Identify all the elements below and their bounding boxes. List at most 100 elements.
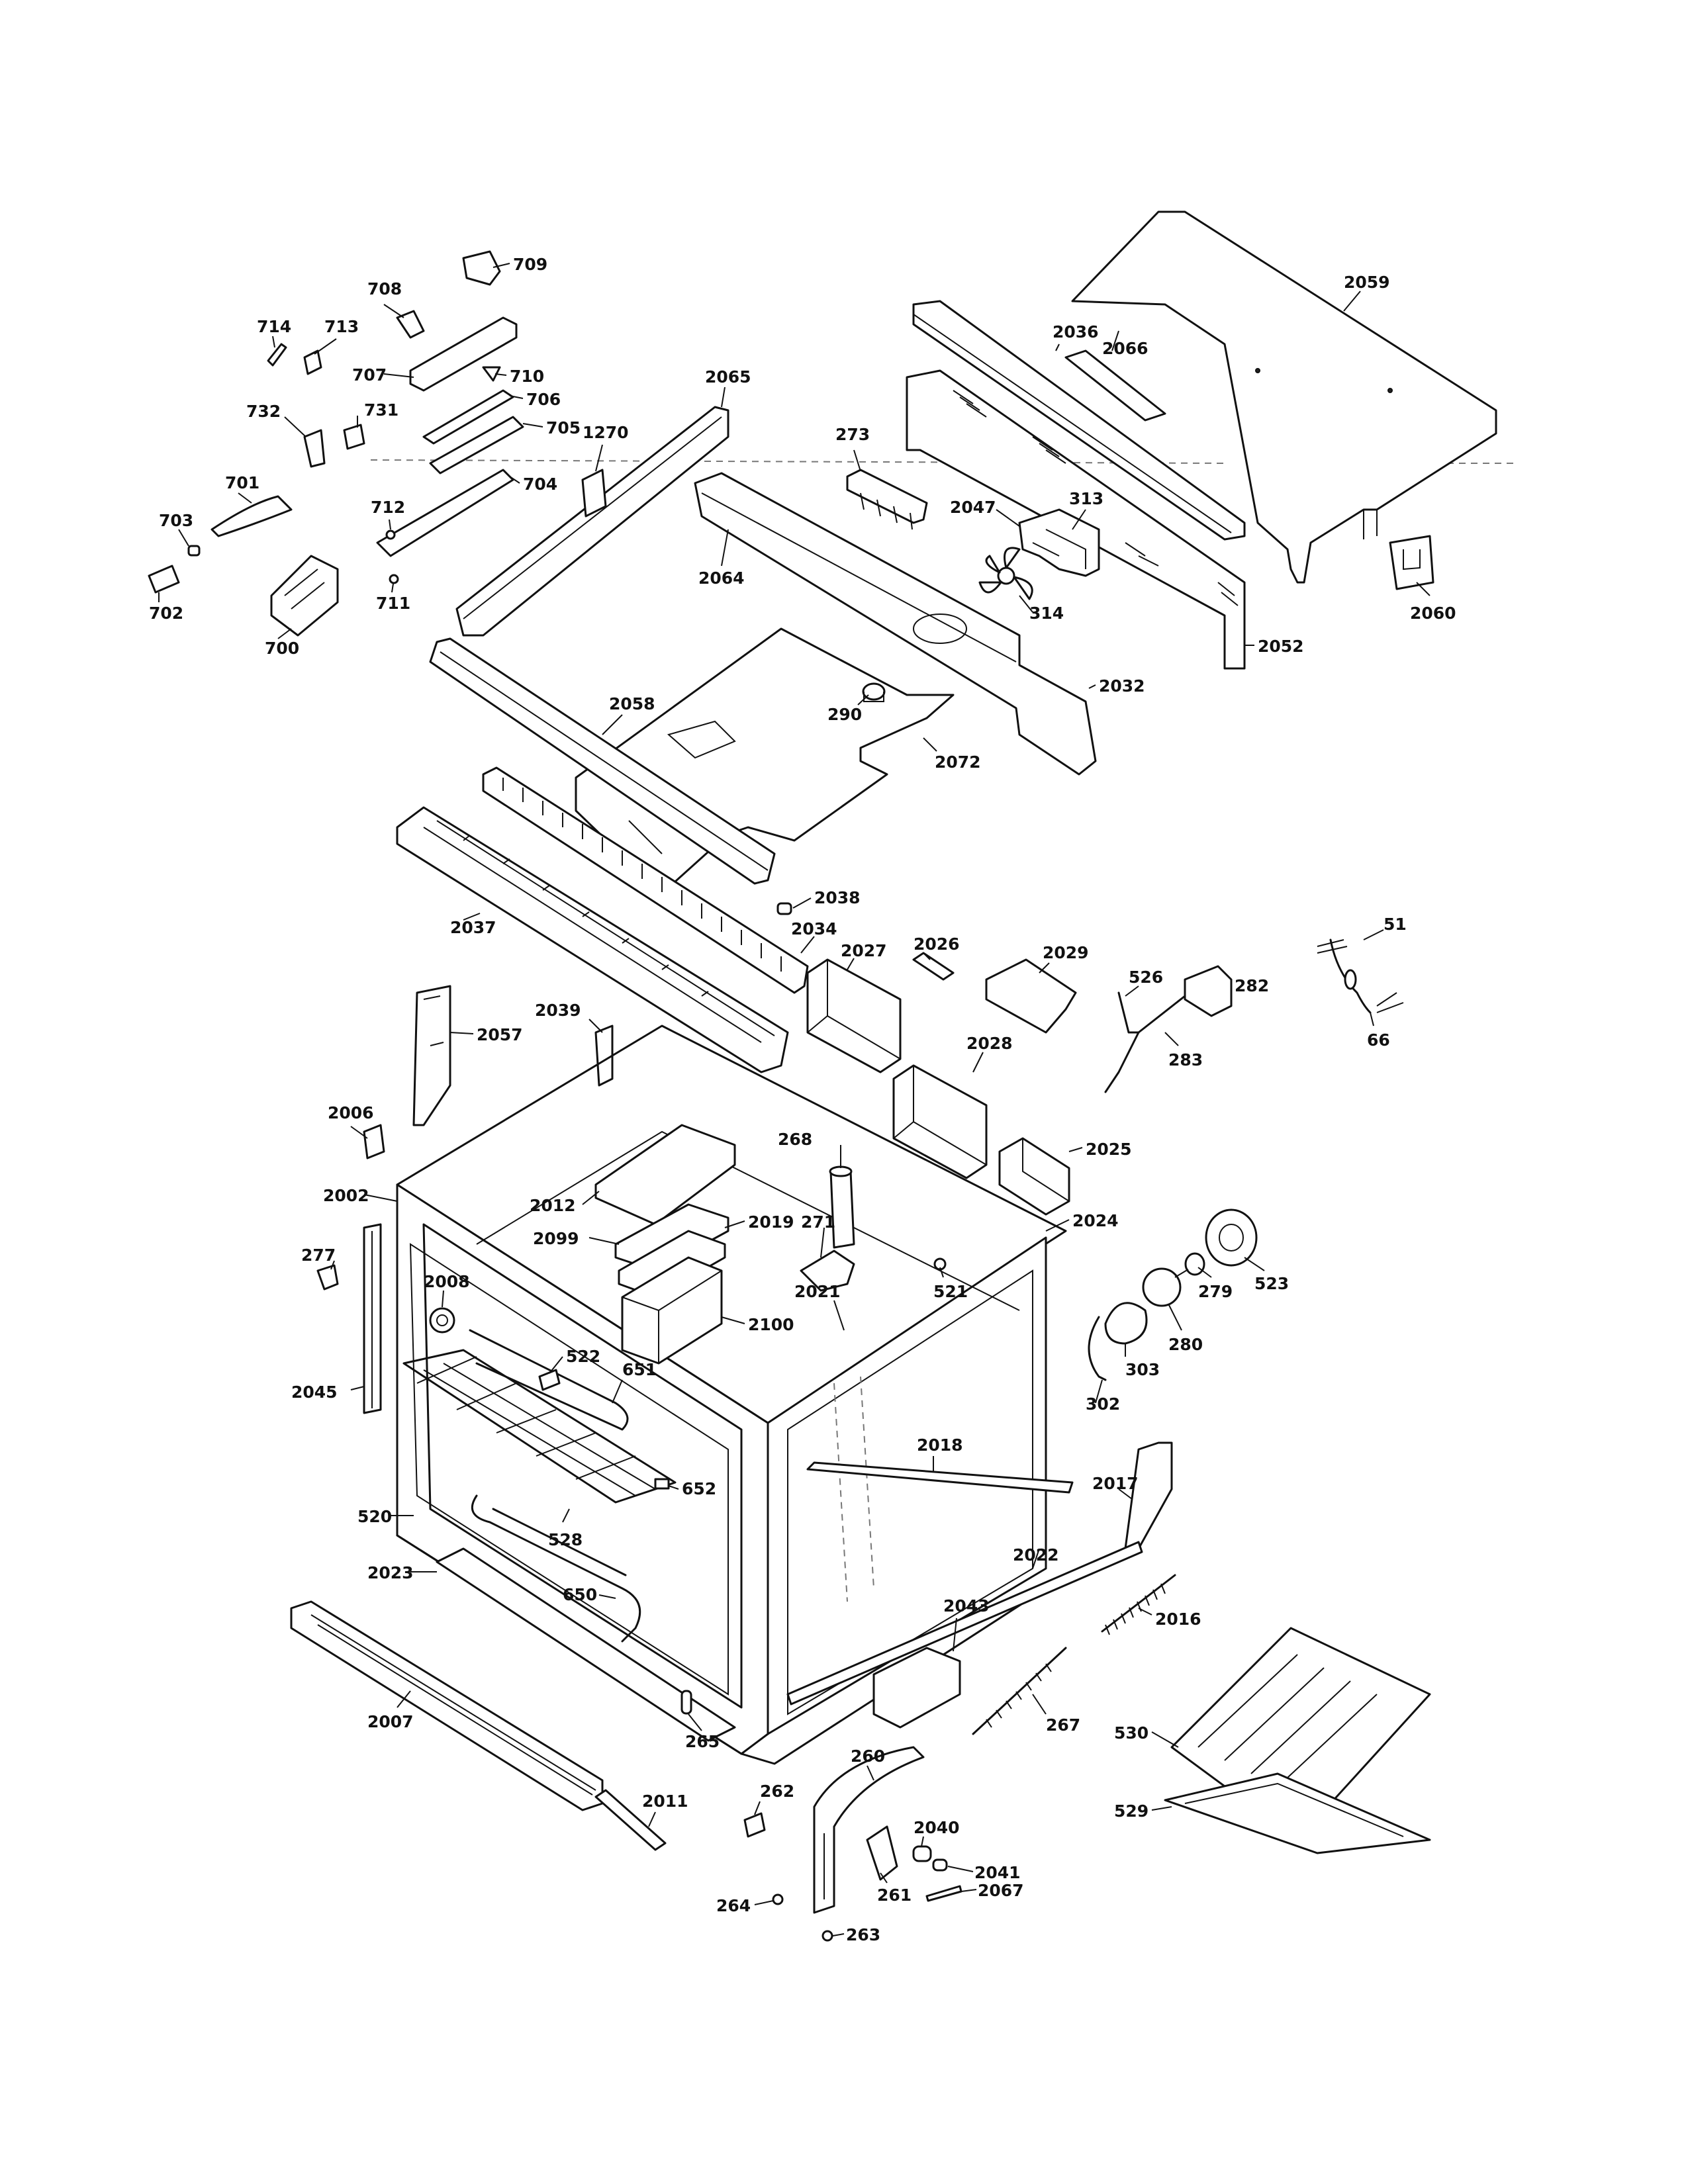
callout-2021: 2021 — [794, 1282, 841, 1301]
callout-704: 704 — [523, 475, 557, 494]
part-2023-bottom-tray — [436, 1547, 736, 1742]
callout-2036: 2036 — [1053, 322, 1099, 341]
part-2065-rail — [455, 406, 729, 637]
callout-526: 526 — [1129, 968, 1163, 987]
part-2028-box — [892, 1064, 988, 1179]
callout-520: 520 — [357, 1507, 392, 1526]
callout-2025: 2025 — [1086, 1140, 1132, 1159]
callout-652: 652 — [682, 1479, 716, 1498]
callout-2041: 2041 — [974, 1863, 1021, 1882]
part-529-broiler-pan — [1164, 1772, 1431, 1854]
callout-707: 707 — [352, 365, 387, 385]
part-261-hinge-arm — [866, 1825, 898, 1881]
part-528-oven-rack — [402, 1349, 677, 1504]
callout-709: 709 — [513, 255, 547, 274]
part-282-ignitor-assembly — [1104, 965, 1233, 1093]
callout-2043: 2043 — [943, 1596, 990, 1615]
part-271-baffle — [800, 1250, 855, 1292]
part-708-switch — [396, 310, 425, 339]
part-705-slide — [429, 416, 524, 475]
callout-2026: 2026 — [914, 934, 960, 954]
callout-283: 283 — [1168, 1050, 1203, 1069]
callout-700: 700 — [265, 639, 299, 658]
callout-711: 711 — [376, 594, 410, 613]
part-714-lever — [267, 343, 287, 367]
part-651-bake-element — [469, 1329, 629, 1431]
callout-528: 528 — [548, 1530, 583, 1549]
part-273-terminal-block — [846, 469, 928, 530]
part-731-clip — [343, 424, 365, 450]
part-704-latch-plate — [376, 469, 514, 557]
part-700-latch-assembly — [270, 555, 339, 637]
part-267-spring — [972, 1647, 1067, 1735]
part-262-clip — [743, 1812, 766, 1838]
callout-2017: 2017 — [1092, 1474, 1139, 1493]
callout-2012: 2012 — [530, 1196, 576, 1215]
callout-261: 261 — [877, 1886, 912, 1905]
part-2034-vent-grille — [482, 766, 809, 994]
part-2037-vent-frame — [396, 806, 789, 1073]
callout-66: 66 — [1367, 1030, 1390, 1050]
part-712-nut — [385, 529, 396, 540]
callout-713: 713 — [324, 317, 359, 336]
callout-2058: 2058 — [609, 694, 655, 713]
callout-273: 273 — [835, 425, 870, 444]
part-260-hinge — [813, 1746, 925, 1914]
part-2066-strip — [1064, 349, 1166, 422]
part-279-socket — [1184, 1252, 1205, 1276]
callout-260: 260 — [851, 1747, 885, 1766]
callout-2040: 2040 — [914, 1818, 960, 1837]
part-703-cap — [187, 545, 201, 557]
part-2012-insulation-top — [594, 1124, 736, 1226]
part-523-light-ring — [1205, 1208, 1258, 1267]
callout-271: 271 — [801, 1212, 835, 1232]
part-1270-bracket — [581, 469, 607, 518]
callout-2099: 2099 — [533, 1229, 579, 1248]
part-313-motor-assembly — [1018, 508, 1100, 577]
callout-710: 710 — [510, 367, 544, 386]
callout-2039: 2039 — [535, 1001, 581, 1020]
part-2022-rail — [786, 1541, 1143, 1706]
callout-302: 302 — [1086, 1394, 1120, 1414]
part-2019-insulation — [618, 1230, 726, 1298]
callout-701: 701 — [225, 473, 259, 492]
callout-2065: 2065 — [705, 367, 751, 387]
part-302-wire-clip — [1088, 1316, 1107, 1381]
callout-279: 279 — [1198, 1282, 1233, 1301]
part-2058-channel — [429, 637, 776, 885]
callout-2032: 2032 — [1099, 676, 1145, 696]
callout-282: 282 — [1235, 976, 1269, 995]
part-303-lens — [1104, 1302, 1148, 1345]
callout-522: 522 — [566, 1347, 600, 1366]
callout-51: 51 — [1383, 915, 1407, 934]
part-2027-box — [806, 958, 902, 1073]
part-280-bulb — [1142, 1267, 1189, 1307]
callout-530: 530 — [1114, 1723, 1149, 1743]
part-2045-trim-strip — [363, 1223, 382, 1414]
part-263-screw — [821, 1930, 833, 1942]
callout-2064: 2064 — [698, 569, 745, 588]
callout-732: 732 — [246, 402, 281, 421]
callout-2100: 2100 — [748, 1315, 794, 1334]
callout-labels: 709 708 714 713 707 710 706 705 732 731 … — [149, 255, 1456, 1944]
callout-2037: 2037 — [450, 918, 496, 937]
part-2059-top-panel — [1071, 210, 1497, 584]
part-2008-socket — [429, 1307, 455, 1334]
callout-2006: 2006 — [328, 1103, 374, 1122]
part-2011-rod — [594, 1789, 667, 1851]
callout-2002: 2002 — [323, 1186, 369, 1205]
callout-2052: 2052 — [1258, 637, 1304, 656]
part-650-broil-element — [471, 1494, 641, 1643]
part-268-pipe — [829, 1165, 855, 1249]
callout-703: 703 — [159, 511, 193, 530]
part-2016-spring — [1101, 1574, 1176, 1635]
callout-2060: 2060 — [1410, 604, 1456, 623]
callout-303: 303 — [1125, 1360, 1160, 1379]
callout-277: 277 — [301, 1246, 336, 1265]
part-709-bracket — [462, 250, 501, 286]
callout-280: 280 — [1168, 1335, 1203, 1354]
callout-731: 731 — [364, 400, 399, 420]
callout-264: 264 — [716, 1896, 751, 1915]
part-2002-oven-body — [396, 1024, 1067, 1765]
part-2067-screw — [925, 1885, 962, 1902]
